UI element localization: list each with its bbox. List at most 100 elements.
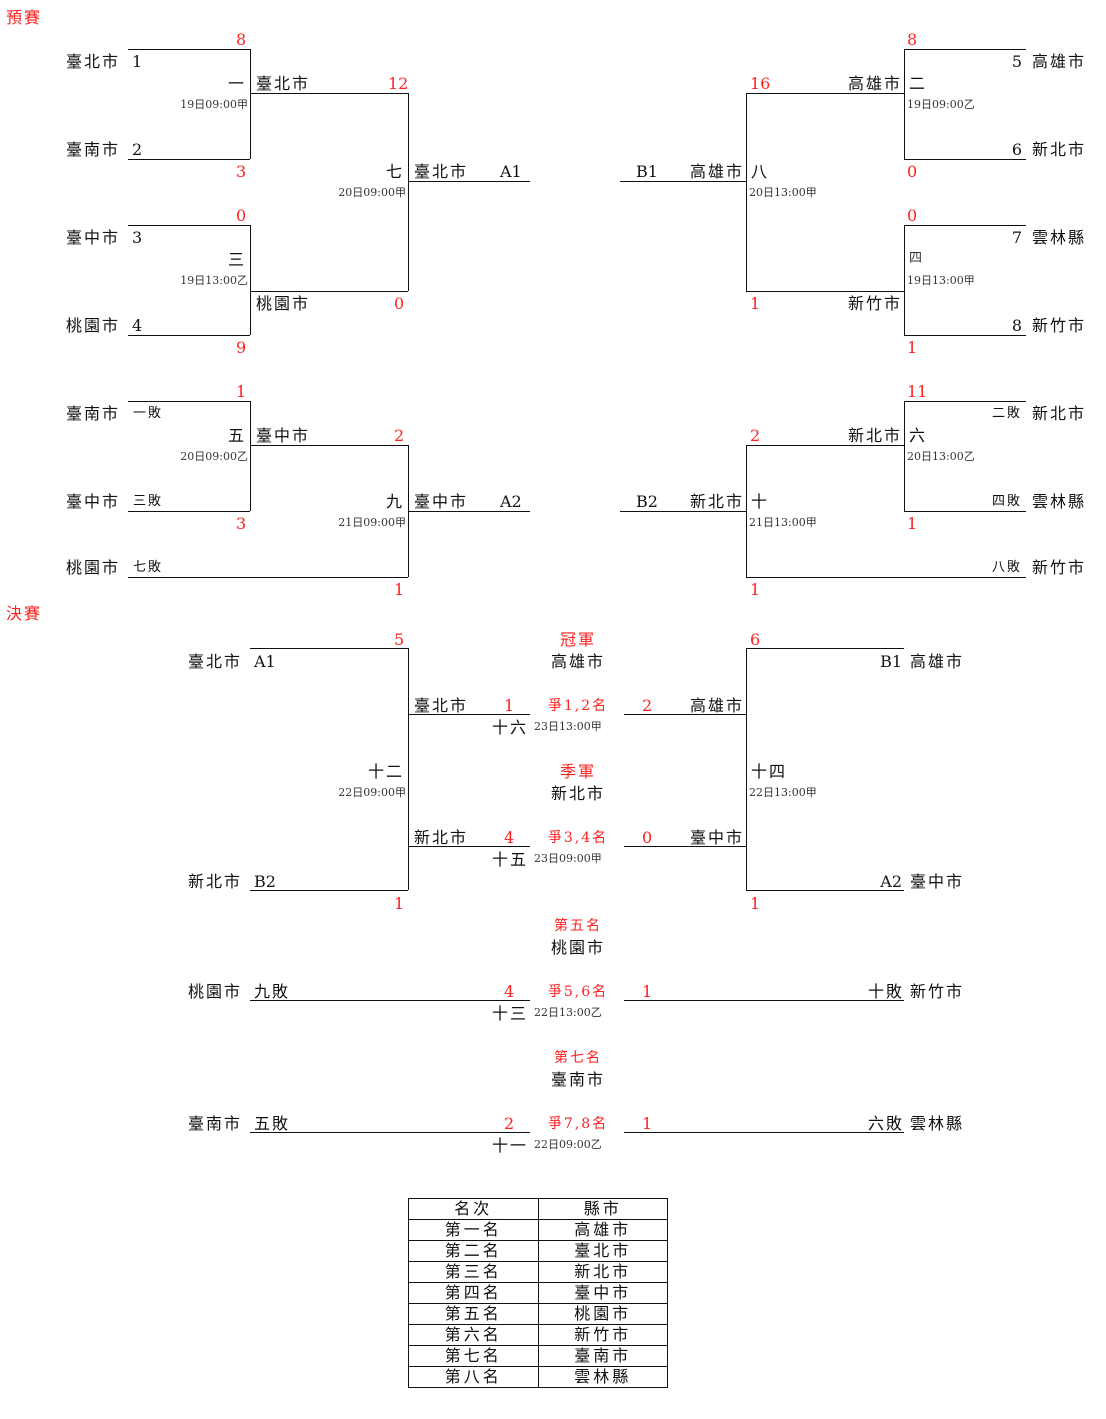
score: 12 xyxy=(388,74,409,93)
score: 1 xyxy=(907,514,918,533)
team-name: 臺北市 xyxy=(188,652,243,671)
team-name: 桃園市 xyxy=(66,558,121,577)
bracket-line xyxy=(624,714,746,715)
bracket-line xyxy=(408,93,409,291)
table-header-row: 名次 縣市 xyxy=(408,1198,668,1220)
bracket-line xyxy=(746,648,747,890)
bracket-line xyxy=(904,511,1026,512)
bracket-line xyxy=(746,93,747,291)
game-time: 22日13:00乙 xyxy=(534,1006,602,1019)
bracket-line xyxy=(408,511,530,512)
game-number: 三 xyxy=(227,250,246,269)
team-name: 雲林縣 xyxy=(910,1114,965,1133)
bracket-line xyxy=(250,401,251,511)
score: 0 xyxy=(236,206,247,225)
source-label: 三敗 xyxy=(133,494,164,509)
bracket-line xyxy=(250,890,408,891)
table-row: 第七名臺南市 xyxy=(408,1345,668,1367)
bracket-line xyxy=(904,49,905,159)
score: 1 xyxy=(750,580,761,599)
bracket-line xyxy=(408,714,530,715)
score: 4 xyxy=(504,828,515,847)
seed-number: 8 xyxy=(1011,316,1022,335)
score: 1 xyxy=(236,382,247,401)
bracket-line xyxy=(128,49,250,50)
source-label: 九敗 xyxy=(254,982,291,1001)
team-name: 臺南市 xyxy=(66,140,121,159)
bracket-line xyxy=(128,577,408,578)
seed-number: 4 xyxy=(132,316,143,335)
table-row: 第四名臺中市 xyxy=(408,1282,668,1304)
source-label: 六敗 xyxy=(867,1114,904,1133)
match-label: 爭5,6名 xyxy=(547,984,609,1000)
team-name: 臺中市 xyxy=(66,228,121,247)
city-cell: 雲林縣 xyxy=(537,1366,668,1388)
team-name: 新竹市 xyxy=(1032,316,1087,335)
bracket-line xyxy=(250,1000,530,1001)
seed-number: 7 xyxy=(1011,228,1022,247)
score: 1 xyxy=(394,580,405,599)
source-label: 二敗 xyxy=(991,406,1022,421)
bracket-line xyxy=(746,291,904,292)
game-number: 一 xyxy=(227,74,246,93)
bracket-line xyxy=(746,93,904,94)
team-name: 新竹市 xyxy=(1032,558,1087,577)
rank-cell: 第六名 xyxy=(408,1324,539,1346)
game-number: 五 xyxy=(227,426,246,445)
score: 1 xyxy=(642,982,653,1001)
title-label: 冠軍 xyxy=(559,630,596,649)
game-time: 19日13:00乙 xyxy=(180,274,248,287)
bracket-line xyxy=(128,511,250,512)
score: 2 xyxy=(642,696,653,715)
game-number: 八 xyxy=(751,162,770,181)
game-time: 21日09:00甲 xyxy=(338,516,406,529)
game-number: 四 xyxy=(909,251,923,266)
bracket-line xyxy=(250,225,251,335)
score: 2 xyxy=(504,1114,515,1133)
section-prelim-label: 預賽 xyxy=(6,8,43,27)
section-final-label: 決賽 xyxy=(6,604,43,623)
rank-cell: 第一名 xyxy=(408,1219,539,1241)
score: 1 xyxy=(642,1114,653,1133)
winner-name: 新竹市 xyxy=(847,294,902,313)
bracket-line xyxy=(624,846,746,847)
bracket-line xyxy=(904,401,1026,402)
winner-name: 新北市 xyxy=(689,492,744,511)
slot-label: B2 xyxy=(636,492,658,511)
team-name: 高雄市 xyxy=(910,652,965,671)
team-name: 新北市 xyxy=(1032,140,1087,159)
city-cell: 高雄市 xyxy=(537,1219,668,1241)
source-label: 八敗 xyxy=(991,560,1022,575)
bracket-line xyxy=(746,577,1026,578)
ranking-table: 名次 縣市 第一名高雄市 第二名臺北市 第三名新北市 第四名臺中市 第五名桃園市… xyxy=(408,1198,668,1388)
slot-label: B1 xyxy=(636,162,658,181)
table-row: 第二名臺北市 xyxy=(408,1240,668,1262)
result-team: 臺南市 xyxy=(550,1070,605,1089)
game-time: 23日13:00甲 xyxy=(534,720,602,733)
score: 1 xyxy=(504,696,515,715)
game-number: 十二 xyxy=(367,762,404,781)
rank-cell: 第八名 xyxy=(408,1366,539,1388)
game-time: 19日09:00甲 xyxy=(180,98,248,111)
bracket-line xyxy=(746,648,904,649)
score: 6 xyxy=(750,630,761,649)
slot-label: B1 xyxy=(880,652,902,671)
match-label: 爭1,2名 xyxy=(547,698,609,714)
match-label: 爭7,8名 xyxy=(547,1116,609,1132)
score: 0 xyxy=(642,828,653,847)
column-header: 縣市 xyxy=(537,1198,668,1220)
score: 2 xyxy=(750,426,761,445)
game-number: 六 xyxy=(909,426,928,445)
rank-cell: 第三名 xyxy=(408,1261,539,1283)
winner-name: 桃園市 xyxy=(256,294,311,313)
game-time: 20日13:00乙 xyxy=(907,450,975,463)
slot-label: A2 xyxy=(880,872,902,891)
score: 1 xyxy=(907,338,918,357)
table-row: 第三名新北市 xyxy=(408,1261,668,1283)
match-label: 爭3,4名 xyxy=(547,830,609,846)
rank-cell: 第四名 xyxy=(408,1282,539,1304)
team-name: 雲林縣 xyxy=(1032,492,1087,511)
game-time: 22日09:00甲 xyxy=(338,786,406,799)
bracket-line xyxy=(620,181,746,182)
game-number: 七 xyxy=(385,162,404,181)
